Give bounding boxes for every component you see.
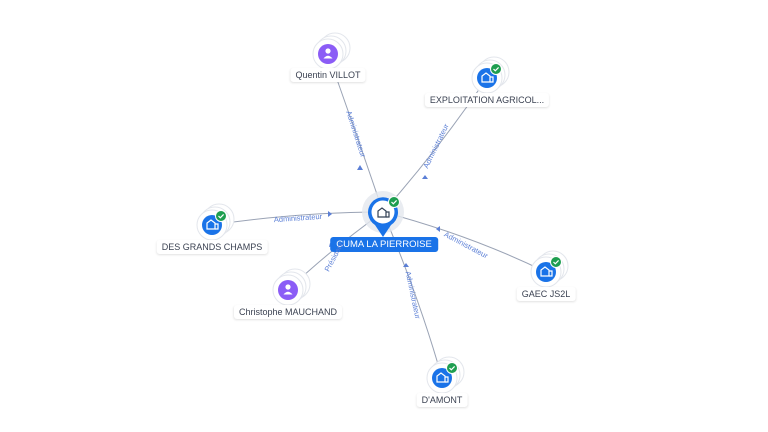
node-damont[interactable]	[426, 356, 465, 394]
verified-icon	[550, 256, 562, 268]
node-label-exploitation[interactable]: EXPLOITATION AGRICOL...	[424, 93, 550, 107]
building-icon	[481, 72, 494, 83]
node-christophe[interactable]	[272, 268, 311, 306]
node-label-christophe[interactable]: Christophe MAUCHAND	[233, 305, 343, 319]
node-label-damont[interactable]: D'AMONT	[416, 393, 468, 407]
person-icon	[323, 48, 333, 59]
node-label-quentin[interactable]: Quentin VILLOT	[290, 68, 366, 82]
arrow-marker	[328, 211, 332, 217]
center-node[interactable]	[362, 191, 404, 237]
center-node-label[interactable]: CUMA LA PIERROISE	[330, 237, 438, 252]
building-icon	[377, 207, 390, 218]
arrow-marker	[403, 263, 409, 267]
arrow-marker	[422, 175, 428, 179]
person-icon	[283, 284, 293, 295]
arrow-marker	[436, 226, 440, 232]
arrow-marker	[357, 165, 363, 170]
verified-icon	[388, 196, 400, 208]
building-icon	[206, 219, 219, 230]
node-quentin[interactable]	[312, 32, 351, 70]
edge-damont	[382, 211, 443, 379]
verified-icon	[490, 63, 502, 75]
verified-icon	[446, 362, 458, 374]
node-grands-champs[interactable]	[196, 203, 235, 241]
node-label-grands-champs[interactable]: DES GRANDS CHAMPS	[156, 240, 268, 254]
building-icon	[436, 372, 449, 383]
building-icon	[540, 266, 553, 277]
node-exploitation[interactable]	[471, 56, 510, 94]
node-gaec[interactable]	[530, 250, 569, 288]
node-label-gaec[interactable]: GAEC JS2L	[516, 287, 576, 301]
edge-gaec	[382, 211, 547, 273]
verified-icon	[215, 210, 227, 222]
